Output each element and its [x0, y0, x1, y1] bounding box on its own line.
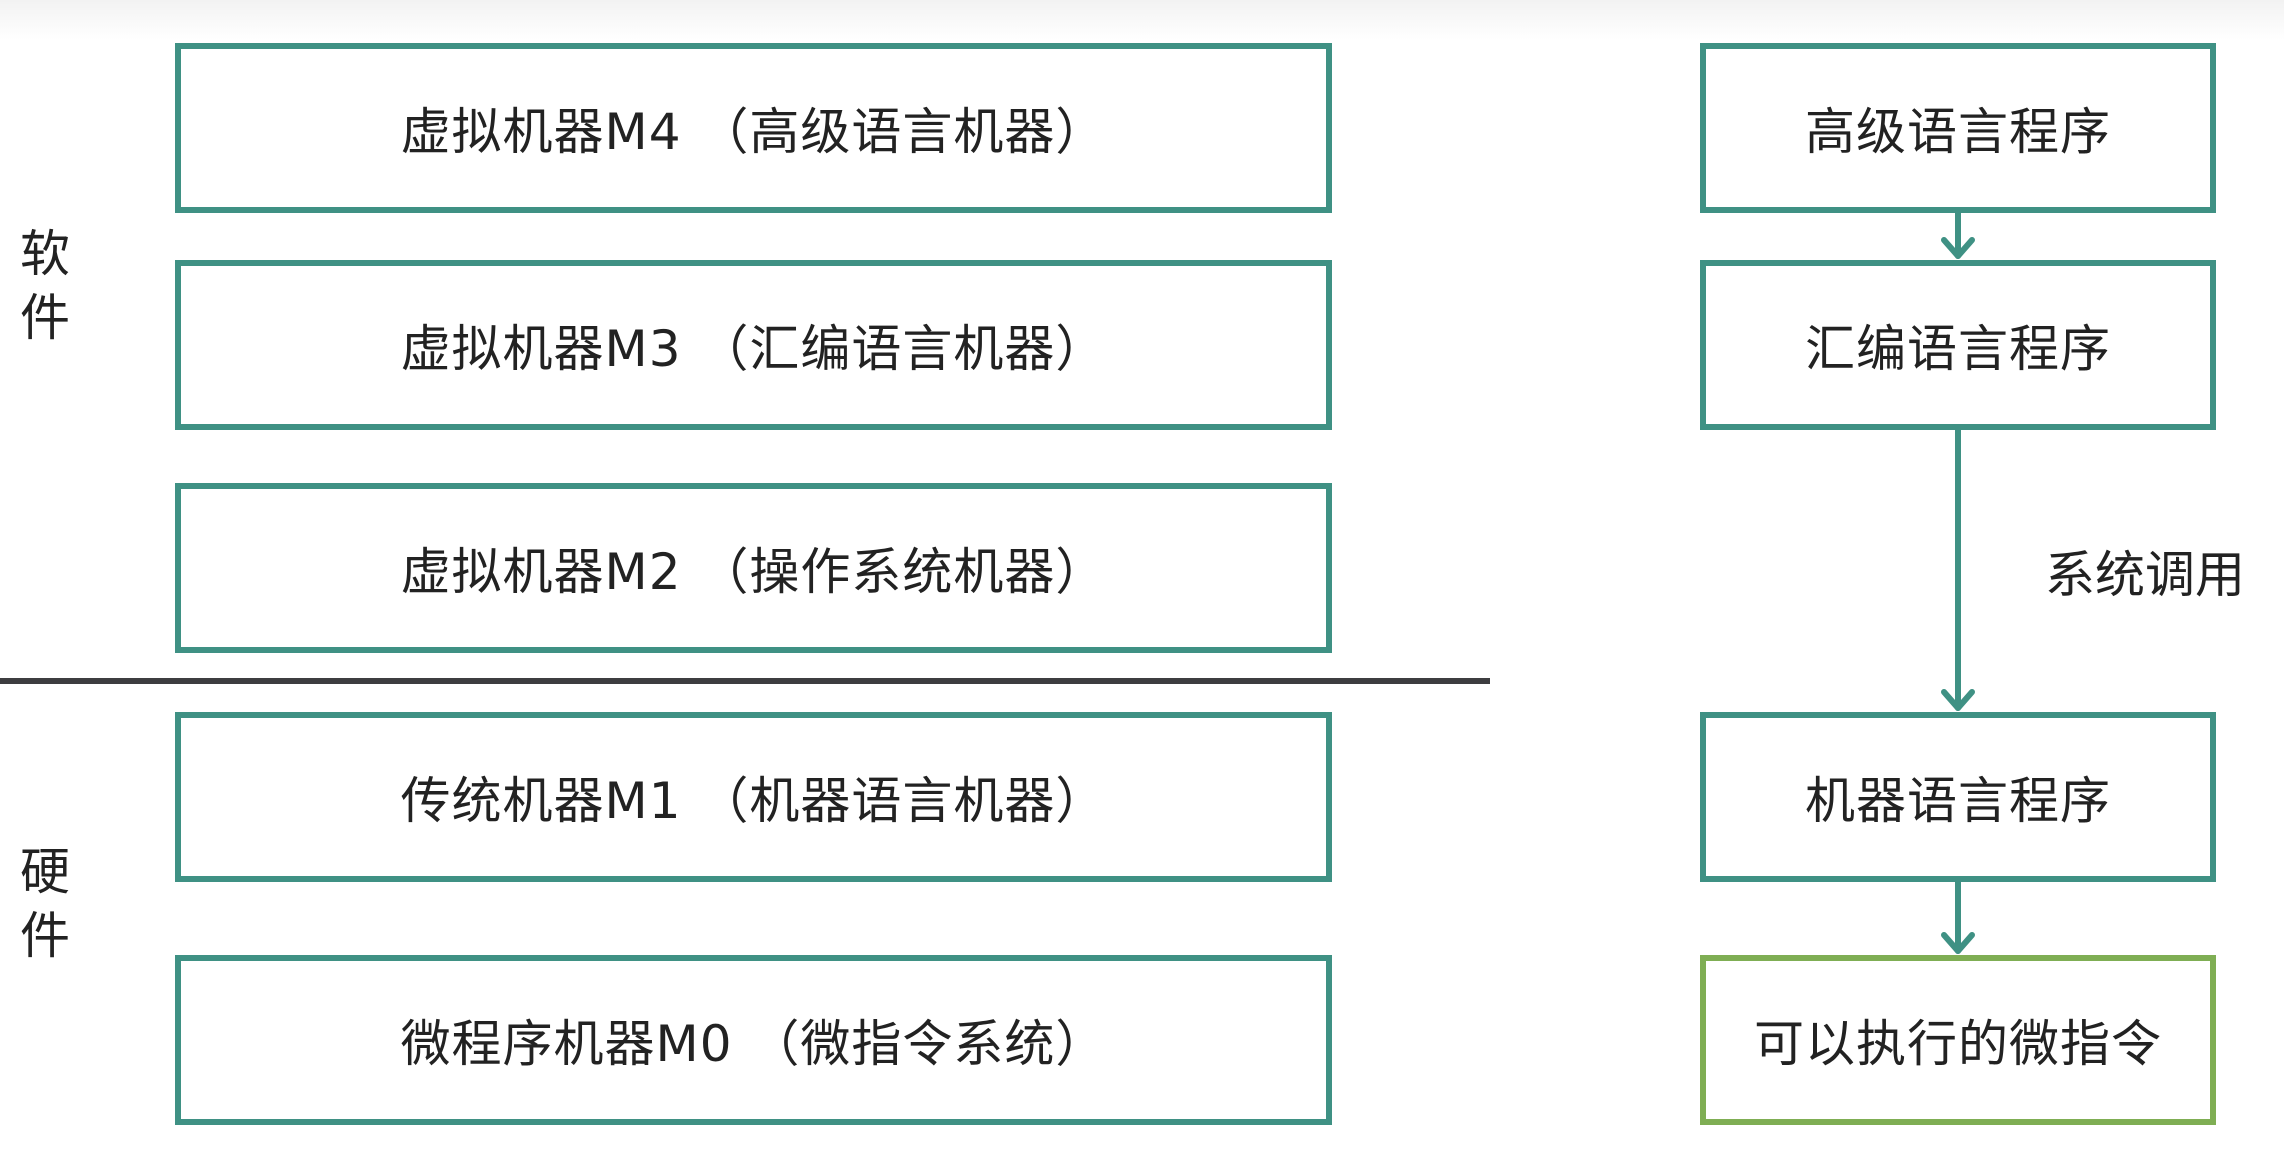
arrow-assembly-to-machine-head	[1941, 689, 1975, 711]
level-box-m1: 传统机器M1 （机器语言机器）	[175, 712, 1332, 882]
flow-node-machine: 机器语言程序	[1700, 712, 2216, 882]
software-label-char-2: 件	[20, 289, 70, 347]
flow-node-assembly-label: 汇编语言程序	[1805, 320, 2111, 378]
level-box-m2-label: 虚拟机器M2 （操作系统机器）	[400, 543, 1107, 601]
hardware-label-char-1: 硬	[20, 843, 70, 901]
flow-node-high-level-label: 高级语言程序	[1805, 103, 2111, 161]
arrow-high-to-assembly-head	[1941, 237, 1975, 259]
software-label-char-1: 软	[20, 225, 70, 283]
level-box-m3-label: 虚拟机器M3 （汇编语言机器）	[400, 320, 1107, 378]
level-box-m0: 微程序机器M0 （微指令系统）	[175, 955, 1332, 1125]
level-box-m0-label: 微程序机器M0 （微指令系统）	[400, 1015, 1107, 1073]
software-label: 软 件	[15, 222, 75, 350]
level-box-m4-label: 虚拟机器M4 （高级语言机器）	[400, 103, 1107, 161]
level-box-m3: 虚拟机器M3 （汇编语言机器）	[175, 260, 1332, 430]
top-shade	[0, 0, 2284, 40]
flow-node-microinstruction-label: 可以执行的微指令	[1754, 1015, 2162, 1073]
hardware-label-char-2: 件	[20, 907, 70, 965]
flow-node-machine-label: 机器语言程序	[1805, 772, 2111, 830]
flow-node-microinstruction: 可以执行的微指令	[1700, 955, 2216, 1125]
hardware-label: 硬 件	[15, 840, 75, 968]
flow-node-high-level: 高级语言程序	[1700, 43, 2216, 213]
level-box-m1-label: 传统机器M1 （机器语言机器）	[400, 772, 1107, 830]
arrow-machine-to-micro-head	[1941, 932, 1975, 954]
level-box-m4: 虚拟机器M4 （高级语言机器）	[175, 43, 1332, 213]
level-box-m2: 虚拟机器M2 （操作系统机器）	[175, 483, 1332, 653]
system-call-label: 系统调用	[2045, 546, 2245, 604]
software-hardware-divider	[0, 678, 1490, 684]
